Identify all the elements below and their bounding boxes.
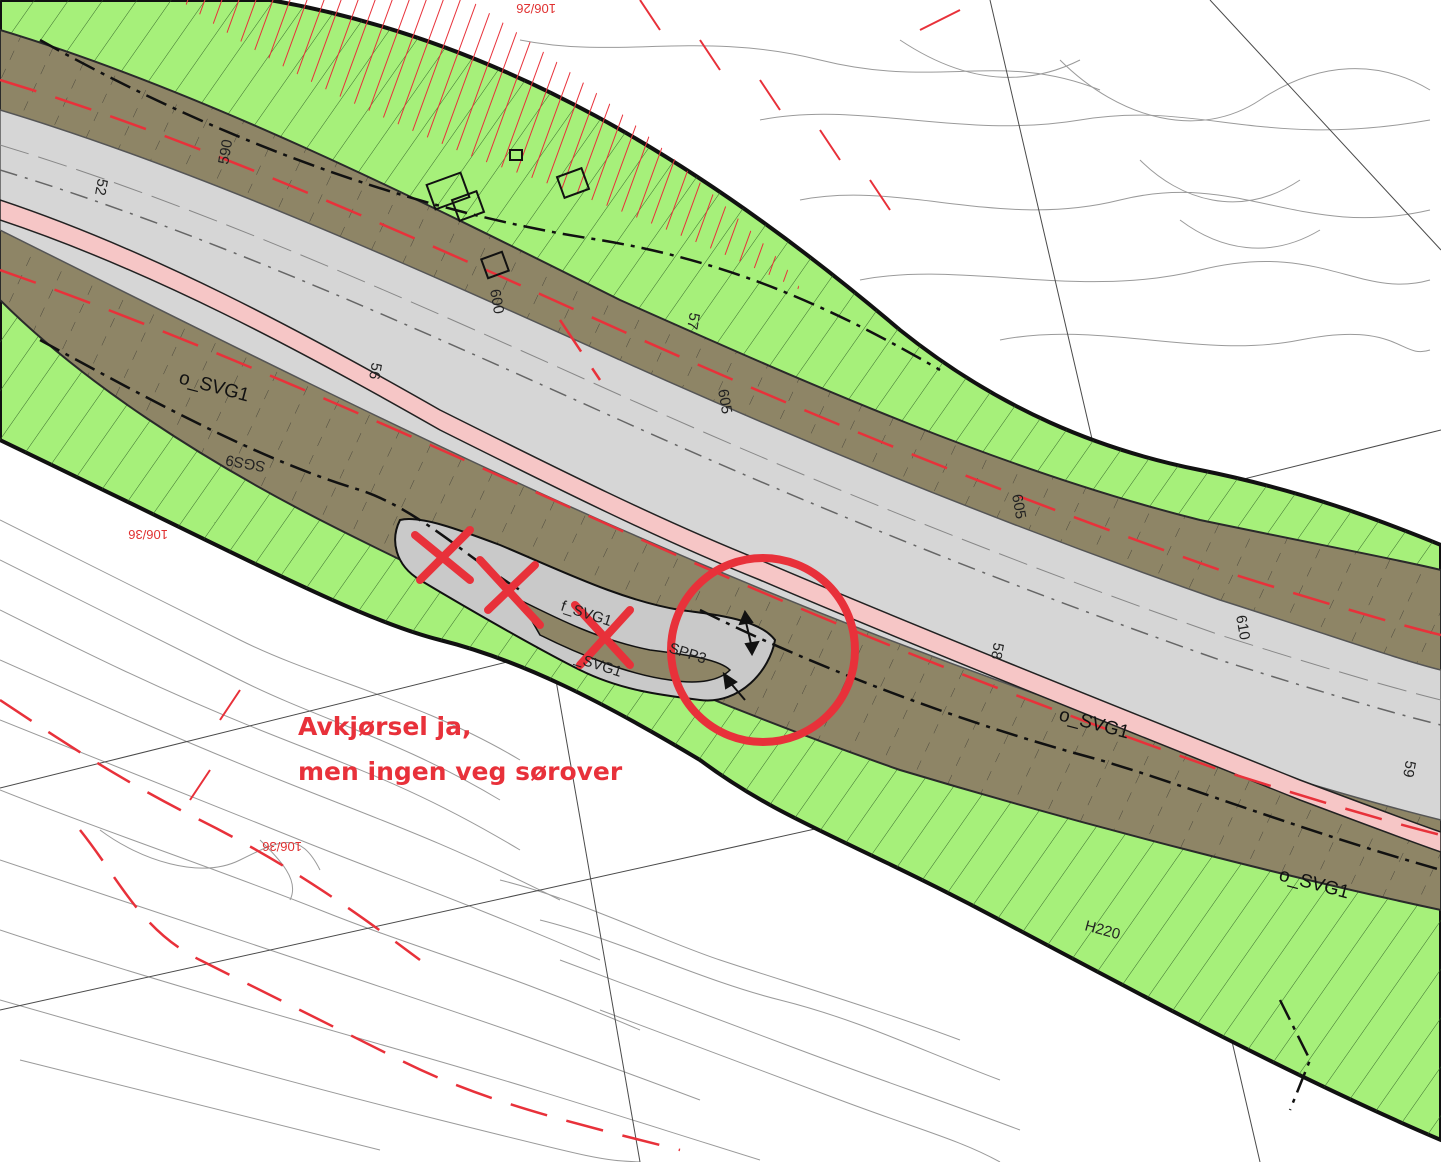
contour-lines <box>0 39 1431 1162</box>
highlight-circle <box>667 554 859 746</box>
road-marker-57: 57 <box>683 311 703 330</box>
elevation-590: 590 <box>215 138 236 166</box>
property-id-2: 106/36 <box>128 527 168 542</box>
red-markings <box>0 78 1441 1152</box>
annotation-line-2: men ingen veg sørover <box>298 757 623 786</box>
access-arrows <box>722 609 760 701</box>
red-tick-lines <box>189 0 961 801</box>
elevation-605: 605 <box>714 388 735 416</box>
pedestrian-path <box>0 199 1441 853</box>
road-marker-58: 58 <box>987 641 1007 660</box>
blocked-road-marks <box>411 526 634 669</box>
buildings <box>425 149 591 280</box>
property-id-1: 106/26 <box>516 1 556 16</box>
property-id-3: 106/36 <box>262 839 302 854</box>
plan-boundaries <box>39 38 1441 1111</box>
elevation-600: 600 <box>486 288 507 316</box>
road-marker-52: 52 <box>91 177 111 196</box>
road-marker-56: 56 <box>365 361 385 380</box>
zone-label-sgs9: SGS9 <box>224 451 266 475</box>
road-marker-59: 59 <box>1399 759 1419 778</box>
annotation-line-1: Avkjørsel ja, <box>298 712 472 741</box>
red-hatch-area <box>180 0 800 290</box>
elevation-610: 610 <box>1232 614 1253 642</box>
elevation-605-b: 605 <box>1008 493 1029 521</box>
